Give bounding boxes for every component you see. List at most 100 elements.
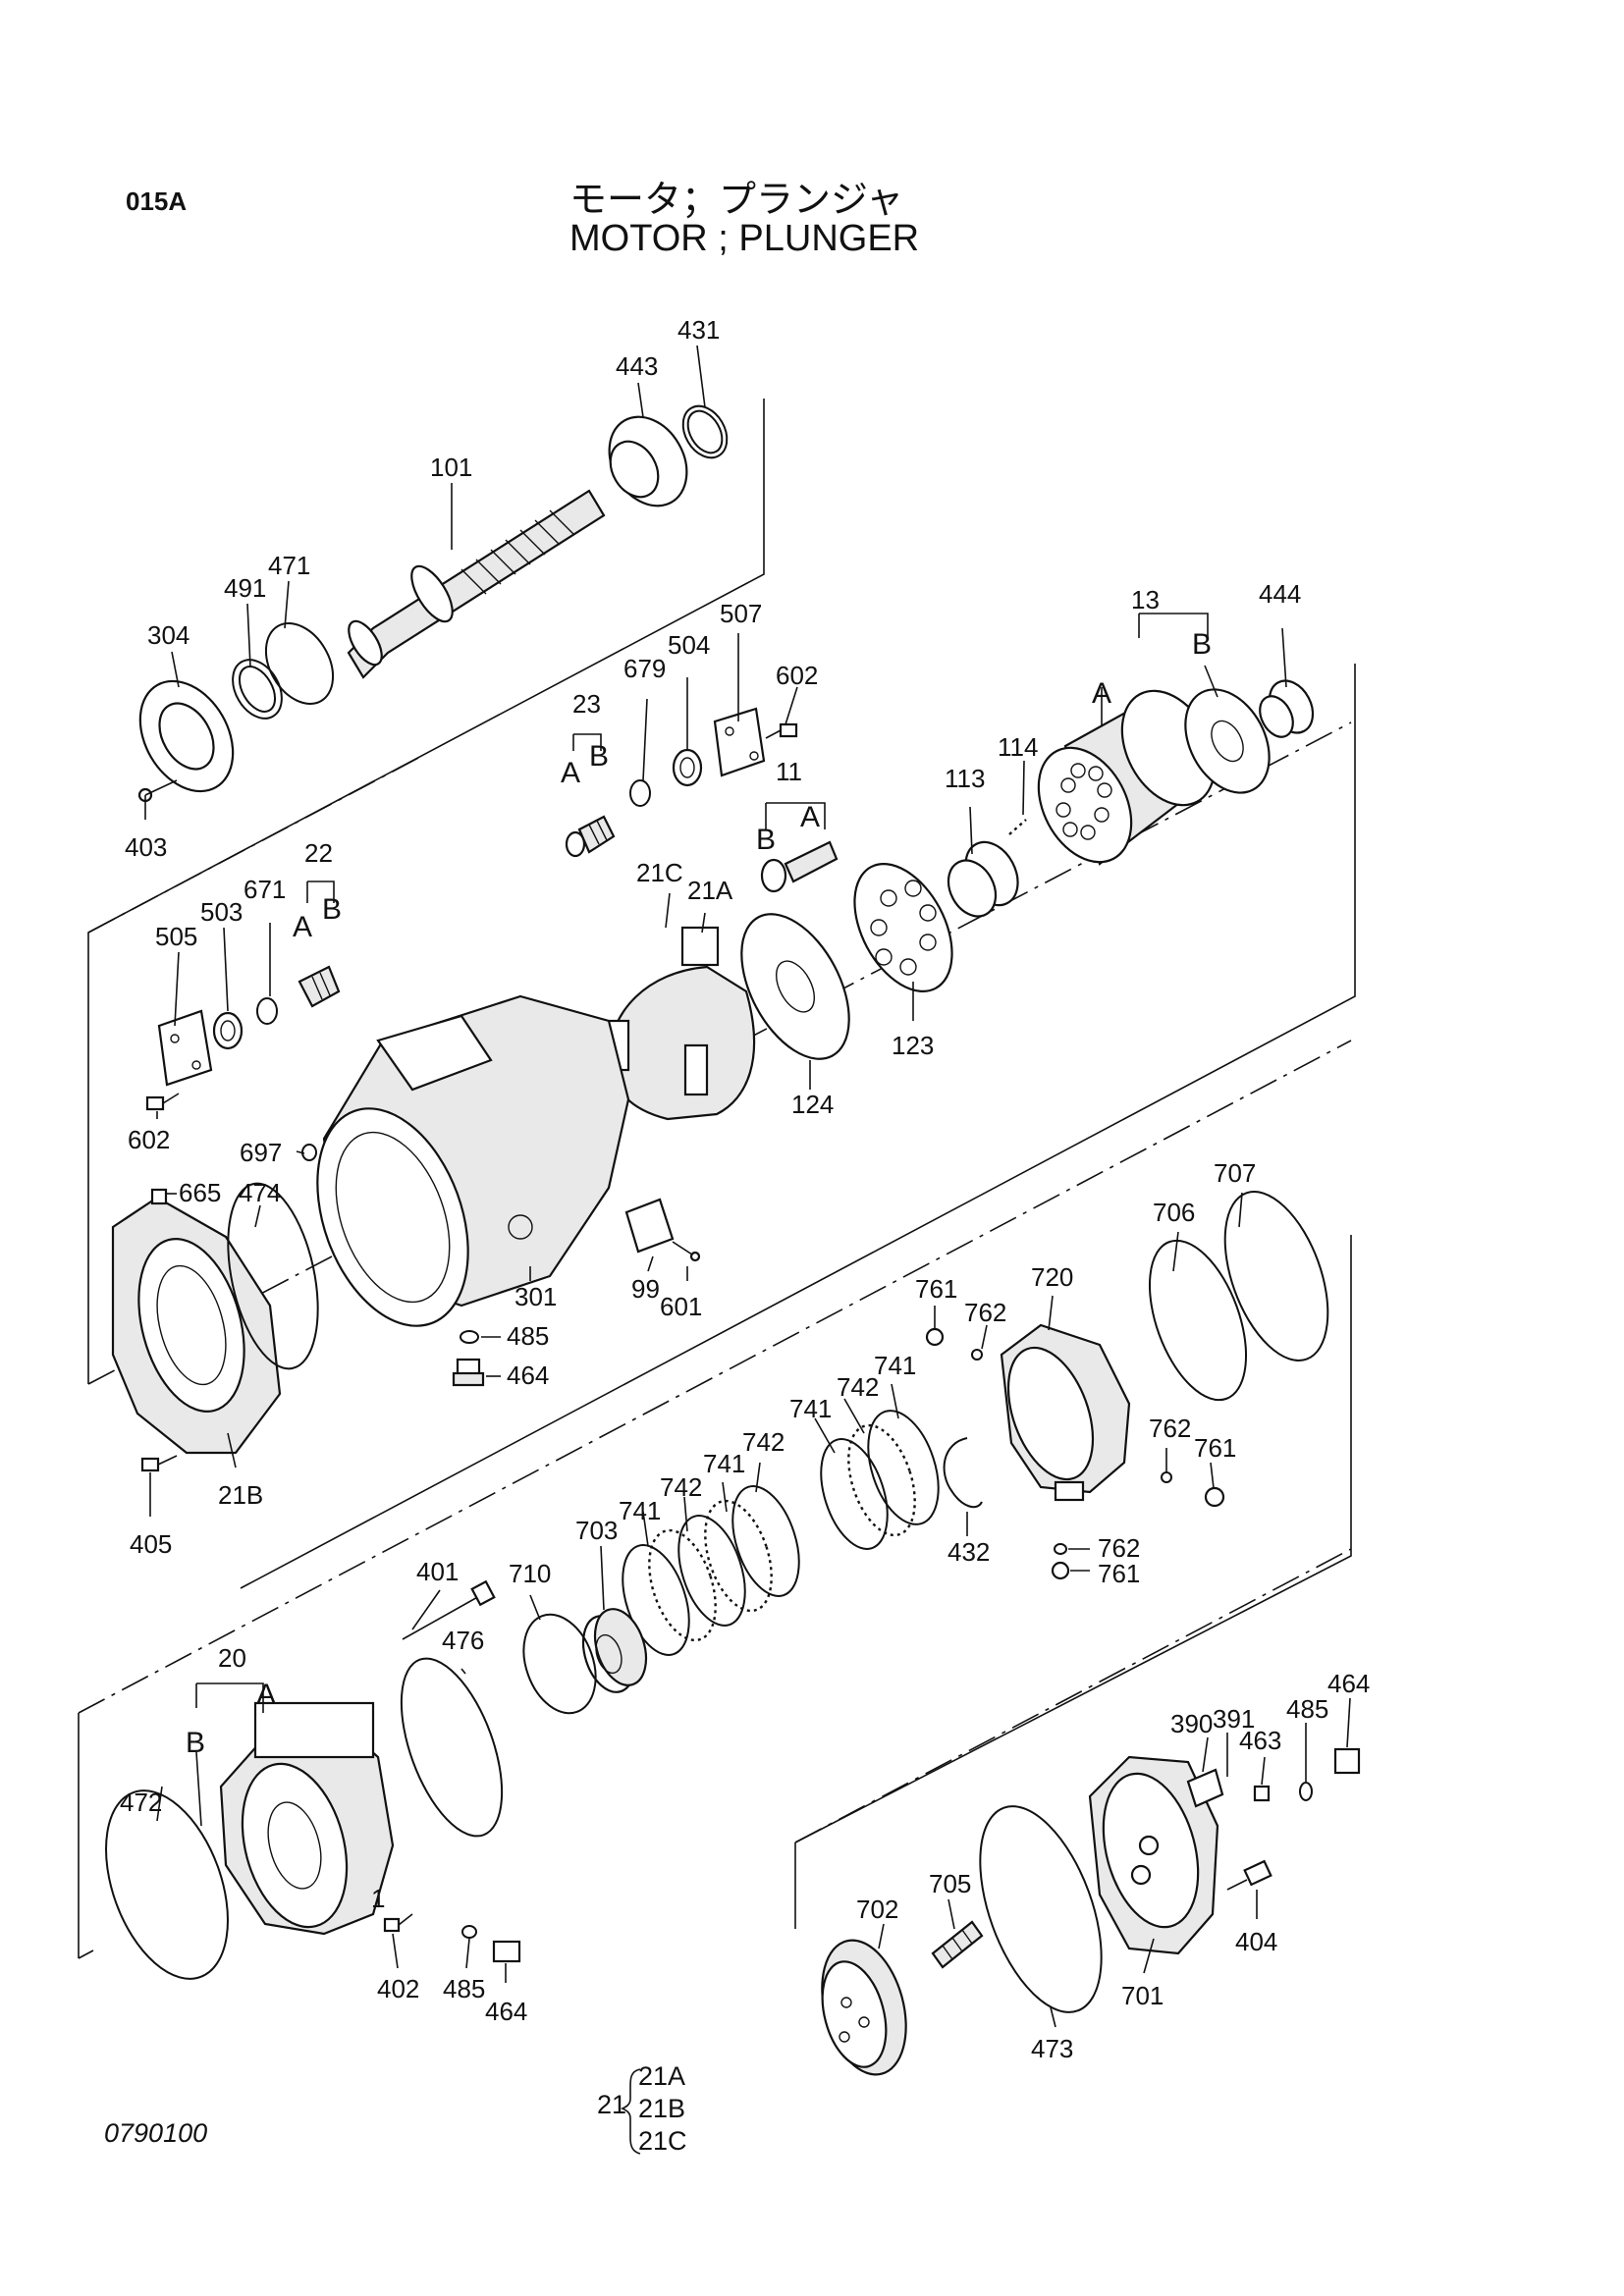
o-ring-474 [227, 1182, 319, 1370]
callout-741c: 741 [703, 1449, 745, 1478]
callout-504: 504 [668, 630, 710, 660]
callout-21b: 21B [218, 1480, 263, 1510]
callout-301: 301 [514, 1282, 557, 1311]
spring-705 [931, 1920, 984, 1969]
screw-463 [1253, 1785, 1271, 1802]
brake-piston-720 [1000, 1323, 1131, 1502]
output-shaft-101 [347, 489, 606, 679]
o-ring-471 [264, 622, 335, 705]
callout-602a: 602 [776, 661, 818, 690]
o-ring-485b [461, 1925, 477, 1939]
callout-304: 304 [147, 620, 189, 650]
bolt-404 [1226, 1859, 1272, 1891]
callout-124: 124 [791, 1090, 834, 1119]
callout-23-b: B [589, 740, 609, 773]
callout-11: 11 [776, 757, 802, 786]
callout-402: 402 [377, 1974, 419, 2003]
callout-20-b: B [186, 1727, 205, 1759]
o-ring-485a [460, 1330, 479, 1344]
retainer-plate-123 [853, 863, 953, 992]
valve-cover-701 [1088, 1755, 1219, 1955]
group-legend-child-21b: 21B [638, 2094, 685, 2123]
callout-485a: 485 [507, 1321, 549, 1351]
callout-23-a: A [561, 757, 580, 789]
callout-22-a: A [293, 911, 312, 943]
screw-601 [672, 1241, 701, 1262]
snap-ring-431 [681, 404, 729, 459]
callout-113: 113 [945, 764, 985, 793]
ring-504 [672, 748, 703, 787]
group-legend-child-21c: 21C [638, 2126, 687, 2156]
callout-403: 403 [125, 832, 167, 862]
callout-706: 706 [1153, 1198, 1195, 1227]
callout-463: 463 [1239, 1726, 1281, 1755]
callout-707: 707 [1214, 1158, 1256, 1188]
callout-114: 114 [998, 732, 1038, 762]
callout-679: 679 [623, 654, 666, 683]
cover-505 [157, 1009, 213, 1087]
callout-485b: 485 [443, 1974, 485, 2003]
callout-21c: 21C [636, 858, 683, 887]
callout-22-b: B [322, 893, 342, 926]
callout-22: 22 [304, 838, 333, 868]
callout-444: 444 [1259, 579, 1301, 609]
seal-304 [138, 679, 235, 793]
title-japanese: モータ；プランジャ [569, 178, 904, 221]
callout-431: 431 [677, 315, 720, 345]
section-code: 015A [126, 187, 188, 216]
plug-761b [1204, 1486, 1225, 1508]
callout-665: 665 [179, 1178, 221, 1207]
o-ring-671 [256, 997, 278, 1025]
group-legend-parent: 21 [597, 2090, 626, 2119]
plug-761a [925, 1327, 945, 1347]
callout-507: 507 [720, 599, 762, 628]
motor-casing-301 [316, 994, 630, 1327]
rear-cover-20 [219, 1701, 395, 1936]
callout-464a: 464 [507, 1361, 549, 1390]
group-legend-child-21a: 21A [638, 2061, 685, 2091]
valve-plate-702 [821, 1939, 907, 2076]
block-390 [1186, 1768, 1224, 1808]
callout-11-b: B [756, 824, 776, 856]
cover-507 [713, 707, 766, 777]
piston-11 [760, 840, 839, 893]
callout-742b: 742 [742, 1427, 785, 1457]
callout-601: 601 [660, 1292, 702, 1321]
callout-701: 701 [1121, 1981, 1164, 2010]
callout-761c: 761 [1098, 1559, 1140, 1588]
plug-665 [150, 1188, 168, 1205]
callout-401: 401 [416, 1557, 459, 1586]
callout-505: 505 [155, 922, 197, 951]
callout-472: 472 [120, 1788, 162, 1817]
bolt-602a [765, 722, 798, 739]
plug-464c [1333, 1747, 1361, 1775]
group-legend-21: 21 21A 21B 21C [597, 2061, 687, 2156]
o-ring-706 [1148, 1239, 1248, 1402]
plug-464b [492, 1940, 521, 1963]
callout-702: 702 [856, 1895, 898, 1924]
valve-plate-13b [1184, 688, 1271, 794]
callout-742a: 742 [837, 1372, 879, 1402]
bolt-402 [383, 1913, 413, 1933]
callout-703: 703 [575, 1516, 618, 1545]
o-ring-473 [979, 1805, 1103, 2013]
spring-114 [1008, 819, 1027, 835]
callout-742c: 742 [660, 1472, 702, 1502]
callout-391: 391 [1213, 1704, 1255, 1734]
callout-20: 20 [218, 1643, 246, 1673]
callout-404: 404 [1235, 1927, 1277, 1956]
swash-support-21a [605, 926, 756, 1121]
callout-13-b: B [1192, 628, 1212, 661]
o-ring-762b [1161, 1471, 1172, 1483]
bolt-401 [402, 1579, 496, 1640]
callout-471: 471 [268, 551, 310, 580]
block-99 [624, 1198, 675, 1254]
callout-23: 23 [572, 689, 601, 719]
callout-labels: 431 443 101 471 491 304 403 13 A B 444 5… [120, 315, 1370, 2063]
callout-762b: 762 [1149, 1414, 1191, 1443]
valve-23 [565, 815, 616, 858]
callout-741d: 741 [619, 1496, 661, 1525]
callout-705: 705 [929, 1869, 971, 1898]
callout-741a: 741 [874, 1351, 916, 1380]
